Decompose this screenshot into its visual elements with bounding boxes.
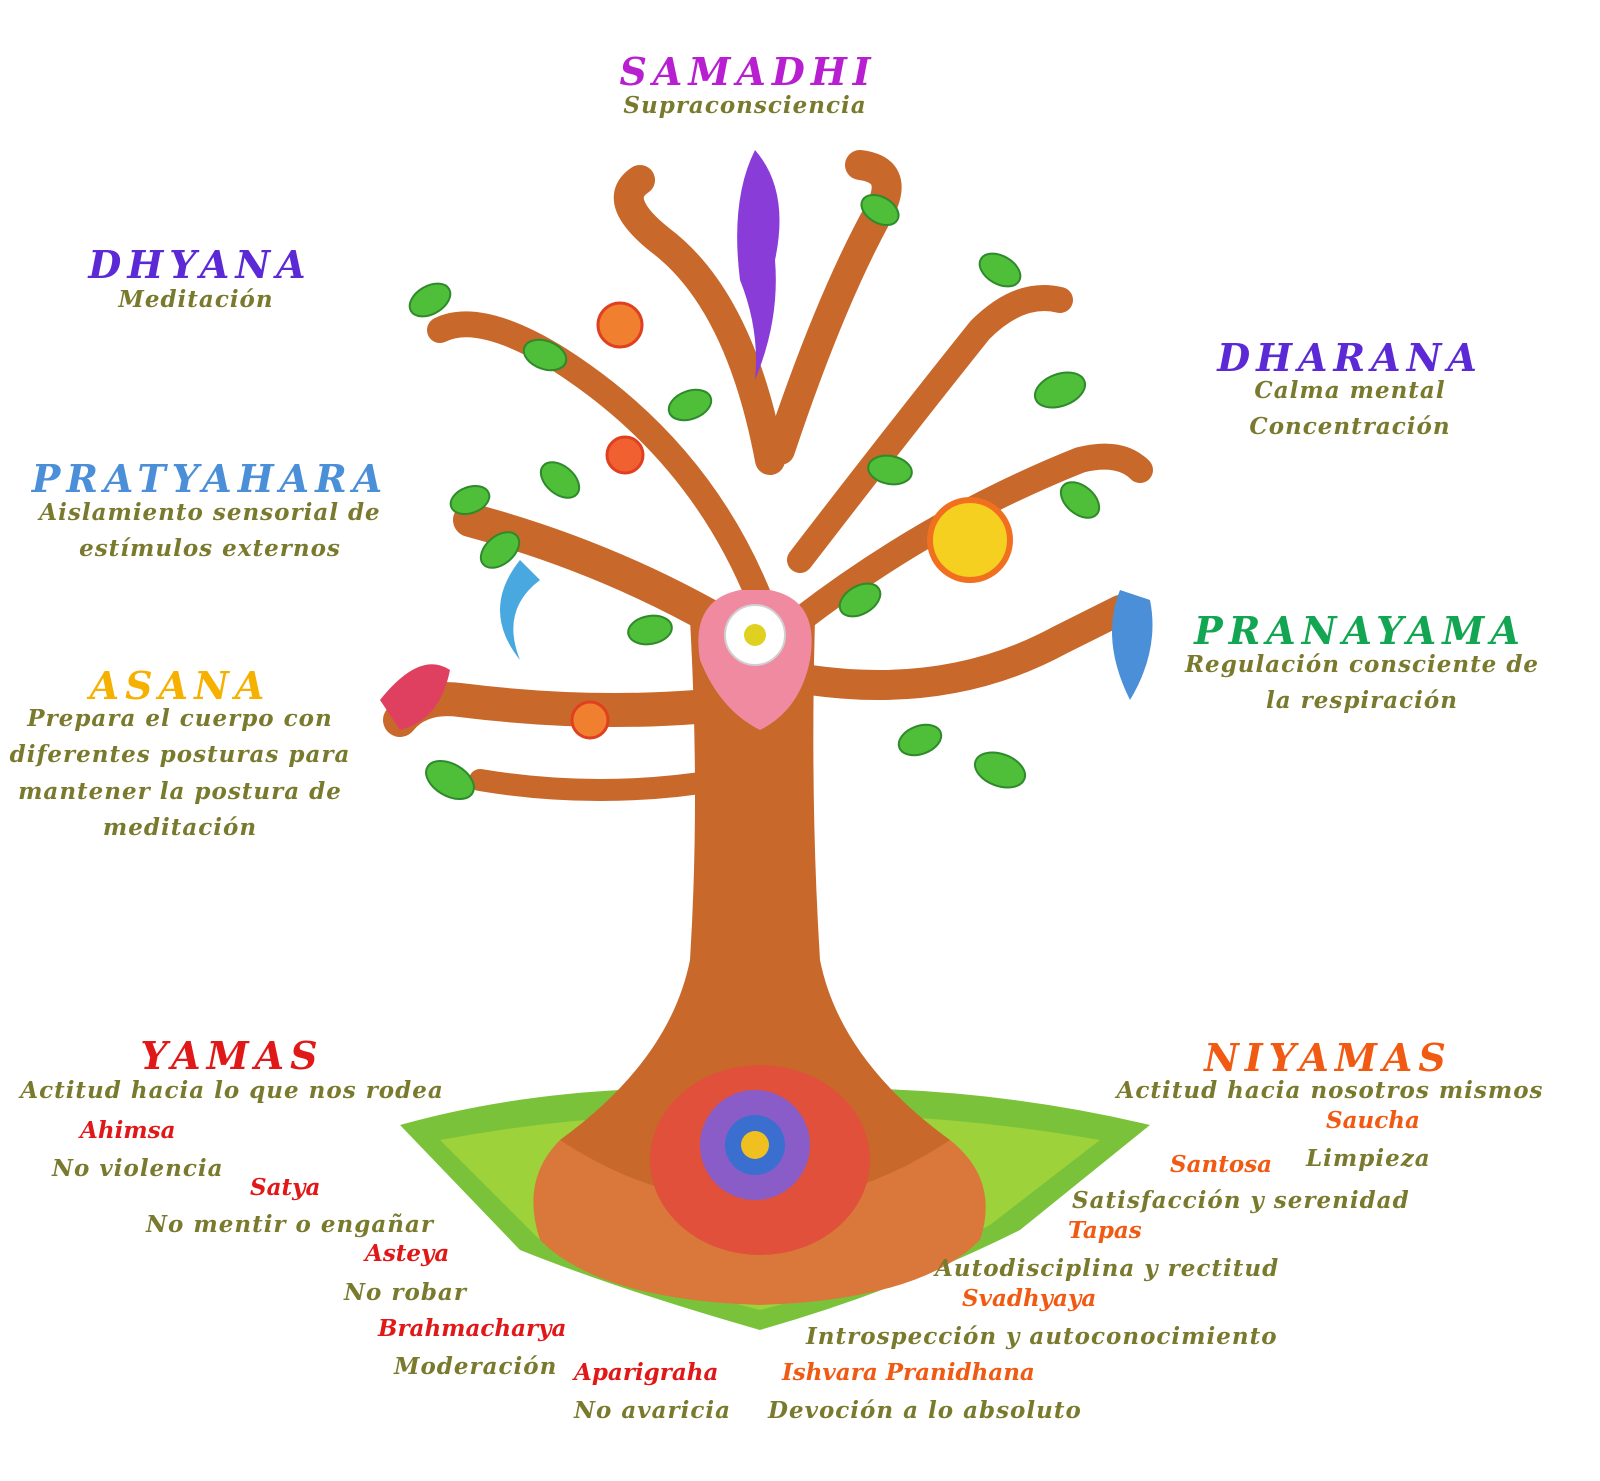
niyama-saucha-meaning: Limpieza <box>1306 1145 1431 1172</box>
niyama-tapas-name: Tapas <box>1068 1217 1142 1244</box>
pratyahara-line-2: estímulos externos <box>79 535 341 563</box>
niyama-santosa-meaning: Satisfacción y serenidad <box>1072 1187 1410 1214</box>
niyama-svadhyaya-meaning: Introspección y autoconocimiento <box>806 1323 1278 1350</box>
tree-branches <box>383 150 1153 801</box>
yama-brahmacharya-name: Brahmacharya <box>378 1315 567 1342</box>
niyama-ishvara-pranidhana-name: Ishvara Pranidhana <box>782 1359 1035 1386</box>
dharana-title: DHARANA <box>1217 335 1483 380</box>
pranayama-line-1: Regulación consciente de <box>1184 651 1540 678</box>
asana-title: ASANA <box>89 663 271 708</box>
tree-figures <box>380 150 1153 740</box>
samadhi-description: Supraconsciencia <box>623 92 867 119</box>
pratyahara-description: Aislamiento sensorial de estímulos exter… <box>39 499 381 563</box>
dhyana-description: Meditación <box>118 286 274 313</box>
asana-line-3: mantener la postura de <box>18 777 342 805</box>
niyama-ishvara-pranidhana-meaning: Devoción a lo absoluto <box>768 1397 1082 1424</box>
dharana-line-1: Calma mental <box>1254 377 1446 404</box>
yama-asteya-name: Asteya <box>365 1240 450 1267</box>
niyamas-title: NIYAMAS <box>1204 1035 1452 1080</box>
asana-line-4: meditación <box>102 814 258 842</box>
asana-line-1: Prepara el cuerpo con <box>27 705 333 732</box>
yama-aparigraha-name: Aparigraha <box>574 1359 719 1386</box>
yama-satya-name: Satya <box>250 1174 321 1201</box>
pratyahara-title: PRATYAHARA <box>31 456 389 501</box>
niyama-svadhyaya-name: Svadhyaya <box>962 1285 1097 1312</box>
asana-description: Prepara el cuerpo con diferentes postura… <box>9 705 351 842</box>
yamas-description: Actitud hacia lo que nos rodea <box>20 1077 444 1104</box>
pranayama-description: Regulación consciente de la respiración <box>1184 651 1540 715</box>
yama-satya-meaning: No mentir o engañar <box>146 1211 434 1238</box>
yamas-title: YAMAS <box>140 1033 324 1078</box>
niyama-santosa-name: Santosa <box>1170 1151 1273 1178</box>
yama-brahmacharya-meaning: Moderación <box>394 1353 558 1380</box>
dhyana-title: DHYANA <box>88 242 312 287</box>
pratyahara-line-1: Aislamiento sensorial de <box>39 499 381 526</box>
yama-ahimsa-name: Ahimsa <box>80 1117 176 1144</box>
niyamas-description: Actitud hacia nosotros mismos <box>1116 1077 1544 1104</box>
dharana-description: Calma mental Concentración <box>1249 377 1451 441</box>
tree-leaves <box>408 193 1101 800</box>
dharana-line-2: Concentración <box>1249 413 1451 441</box>
yama-aparigraha-meaning: No avaricia <box>574 1397 732 1424</box>
tree-trunk <box>533 620 986 1305</box>
pranayama-title: PRANAYAMA <box>1194 608 1526 653</box>
niyama-saucha-name: Saucha <box>1326 1107 1420 1134</box>
pranayama-line-2: la respiración <box>1265 687 1458 715</box>
samadhi-title: SAMADHI <box>619 49 877 94</box>
asana-line-2: diferentes posturas para <box>9 741 351 769</box>
yama-asteya-meaning: No robar <box>344 1279 467 1306</box>
niyama-tapas-meaning: Autodisciplina y rectitud <box>935 1255 1280 1282</box>
yama-ahimsa-meaning: No violencia <box>52 1155 224 1182</box>
